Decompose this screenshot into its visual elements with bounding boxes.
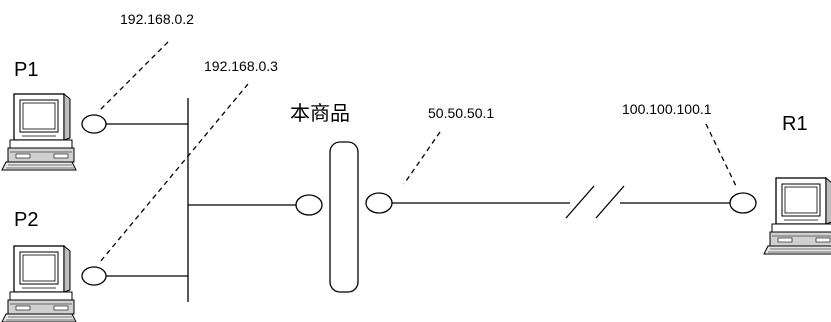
p2-port — [81, 266, 107, 286]
r1-ip-leader — [705, 123, 737, 187]
p1-ip-label: 192.168.0.2 — [120, 11, 194, 27]
device-box — [329, 141, 359, 293]
r1-ip-label: 100.100.100.1 — [622, 101, 712, 117]
p1-computer-icon — [1, 93, 77, 171]
r1-computer-icon — [763, 177, 831, 255]
p1-ip-leader — [99, 41, 169, 111]
wan-ip-leader — [403, 131, 441, 185]
p2-label: P2 — [14, 209, 38, 231]
p1-port — [81, 114, 107, 134]
p2-computer-icon — [1, 245, 77, 322]
p2-ip-leader — [99, 83, 249, 263]
p2-ip-label: 192.168.0.3 — [204, 58, 278, 74]
break-mark-right — [595, 185, 625, 219]
p1-label: P1 — [14, 59, 38, 81]
r1-label: R1 — [782, 113, 808, 135]
wan-ip-label: 50.50.50.1 — [428, 105, 494, 121]
device-lan-port — [295, 194, 323, 216]
device-wan-port — [365, 192, 393, 214]
r1-port — [729, 192, 757, 214]
break-mark-left — [565, 185, 595, 219]
device-label: 本商品 — [290, 102, 350, 125]
